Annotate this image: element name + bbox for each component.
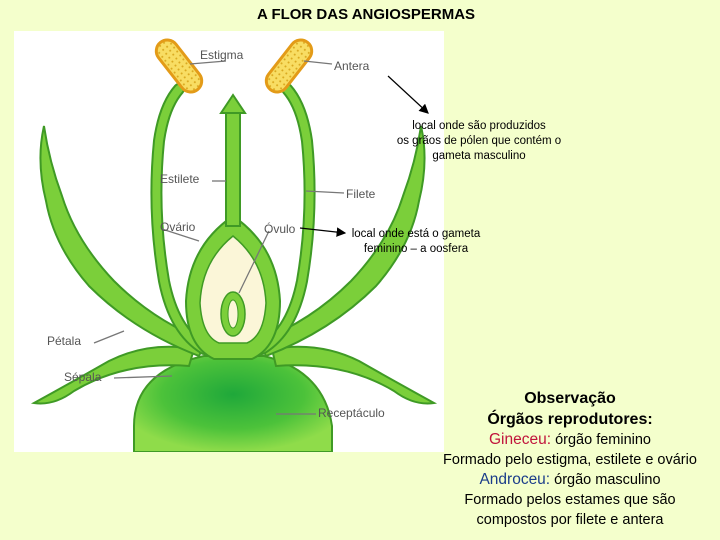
androceu-desc: órgão masculino bbox=[550, 472, 661, 488]
label-sepala: Sépala bbox=[64, 370, 102, 384]
flower-illustration bbox=[30, 38, 438, 452]
label-estigma: Estigma bbox=[200, 48, 244, 62]
label-receptaculo: Receptáculo bbox=[318, 406, 385, 420]
label-estilete: Estilete bbox=[160, 172, 200, 186]
gineceu-line: Gineceu: órgão feminino bbox=[420, 430, 720, 450]
note-antera: local onde são produzidos os grãos de pó… bbox=[380, 119, 578, 164]
anther-left bbox=[154, 38, 204, 94]
observation-heading: Observação bbox=[524, 390, 616, 407]
note-ovulo-line2: feminino – a oosfera bbox=[363, 243, 469, 255]
filament-right-fill bbox=[258, 85, 314, 353]
arrow-ovulo bbox=[299, 227, 347, 237]
androceu-line: Androceu: órgão masculino bbox=[420, 470, 720, 490]
note-ovulo: local onde está o gameta feminino – a oo… bbox=[340, 227, 492, 257]
arrow-antera bbox=[387, 75, 429, 114]
filament-left-fill bbox=[152, 85, 208, 353]
ovary-cavity bbox=[199, 235, 267, 344]
androceu-detail-2: compostos por filete e antera bbox=[476, 512, 664, 528]
gineceu-desc: órgão feminino bbox=[551, 432, 651, 448]
note-ovulo-line1: local onde está o gameta bbox=[351, 228, 481, 240]
flower-diagram: Estigma Antera Estilete Filete Ovário Óv… bbox=[14, 31, 444, 452]
label-filete: Filete bbox=[346, 187, 376, 201]
receptacle bbox=[133, 355, 333, 452]
stigma bbox=[219, 93, 247, 114]
gineceu-detail: Formado pelo estigma, estilete e ovário bbox=[443, 452, 697, 468]
petal-left bbox=[39, 125, 208, 358]
anther-right bbox=[264, 38, 314, 94]
sepal-right bbox=[270, 345, 438, 405]
androceu-term: Androceu: bbox=[479, 471, 551, 488]
sepal-left bbox=[30, 345, 196, 405]
androceu-detail-1: Formado pelos estames que são bbox=[464, 492, 676, 508]
petal-right bbox=[257, 125, 426, 358]
note-antera-line1: local onde são produzidos bbox=[412, 120, 546, 132]
note-antera-line2: os grãos de pólen que contém o bbox=[396, 135, 562, 147]
note-antera-line3: gameta masculino bbox=[432, 150, 526, 162]
observation-subheading: Órgãos reprodutores: bbox=[487, 411, 653, 428]
label-ovulo: Óvulo bbox=[264, 222, 296, 236]
observation-panel: Observação Órgãos reprodutores: Gineceu:… bbox=[420, 388, 720, 530]
gineceu-term: Gineceu: bbox=[489, 431, 552, 448]
label-antera: Antera bbox=[334, 59, 370, 73]
page-title: A FLOR DAS ANGIOSPERMAS bbox=[257, 6, 476, 23]
label-ovario: Ovário bbox=[160, 220, 196, 234]
label-petala: Pétala bbox=[47, 334, 82, 348]
